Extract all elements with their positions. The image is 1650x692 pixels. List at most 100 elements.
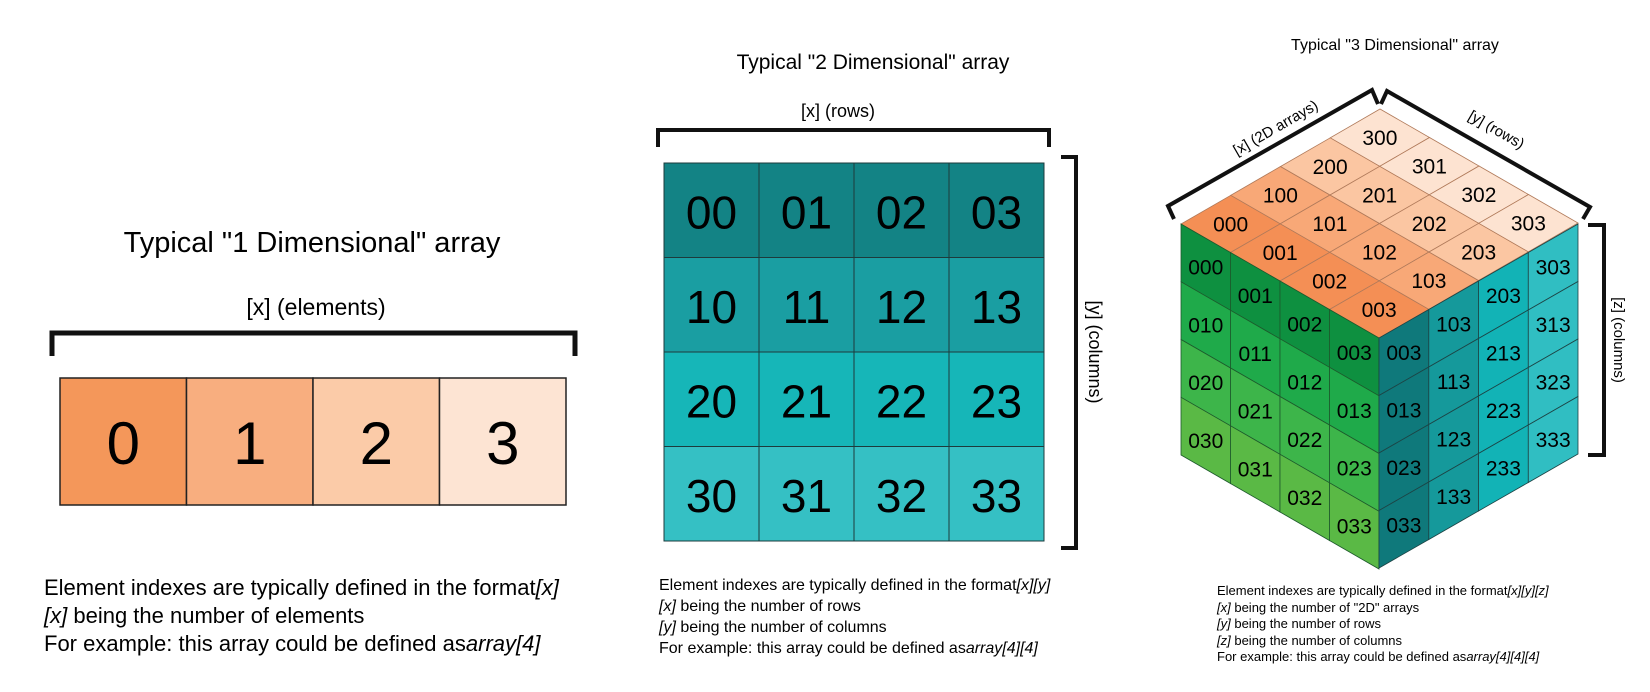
three-d-right-cell-label: 033 <box>1386 515 1421 538</box>
one-d-title: Typical "1 Dimensional" array <box>124 227 501 259</box>
two-d-cell <box>948 162 1045 258</box>
two-d-cell-label: 13 <box>971 281 1022 333</box>
three-d-top-cell-label: 203 <box>1461 241 1496 264</box>
two-d-cell <box>853 351 950 447</box>
one-d-cell-label: 0 <box>107 410 140 477</box>
three-d-right-cell-label: 123 <box>1436 429 1471 452</box>
two-d-cell-label: 30 <box>686 470 737 522</box>
one-d-caption: Element indexes are typically defined in… <box>44 574 559 658</box>
three-d-left-cell-label: 022 <box>1287 429 1322 452</box>
three-d-top-cell-label: 300 <box>1362 127 1397 150</box>
three-d-z-bracket <box>1588 223 1606 457</box>
three-d-top-cell-label: 102 <box>1362 242 1397 265</box>
three-d-left-cell-label: 002 <box>1287 314 1322 337</box>
three-d-caption-line-4: [z] being the number of columns <box>1217 632 1403 648</box>
three-d-top-cell-label: 003 <box>1362 299 1397 322</box>
two-d-cell <box>853 162 950 258</box>
three-d-top-cell-label: 001 <box>1263 242 1298 265</box>
three-d-top-cell-label: 101 <box>1312 213 1347 236</box>
two-d-side-label: [y] (columns) <box>1085 300 1105 403</box>
one-d-array: Typical "1 Dimensional" array [x] (eleme… <box>49 227 578 506</box>
two-d-array: Typical "2 Dimensional" array [x] (rows)… <box>656 51 1105 550</box>
two-d-cell-label: 01 <box>781 186 832 238</box>
three-d-left-cell-label: 023 <box>1337 458 1372 481</box>
two-d-cell <box>758 351 855 447</box>
two-d-caption-line-4: For example: this array could be defined… <box>659 640 1038 657</box>
two-d-cell <box>948 446 1045 542</box>
three-d-left-cell-label: 033 <box>1337 515 1372 538</box>
three-d-top-cell-label: 302 <box>1461 184 1496 207</box>
one-d-cell <box>312 377 441 506</box>
three-d-top-cell-label: 103 <box>1411 270 1446 293</box>
three-d-top-cell-label: 100 <box>1263 185 1298 208</box>
three-d-left-cell-label: 012 <box>1287 371 1322 394</box>
two-d-cell-label: 00 <box>686 186 737 238</box>
three-d-top-cell-label: 200 <box>1313 156 1348 179</box>
three-d-right-cell-label: 333 <box>1536 429 1571 452</box>
two-d-cell-label: 22 <box>876 375 927 427</box>
three-d-left-cell-label: 011 <box>1239 343 1272 366</box>
two-d-cell-label: 11 <box>783 281 831 333</box>
three-d-right-cell-label: 013 <box>1386 400 1421 423</box>
two-d-cell-label: 21 <box>781 375 832 427</box>
three-d-left-cell-label: 003 <box>1337 342 1372 365</box>
three-d-y-bracket <box>1379 88 1593 221</box>
two-d-caption-line-2: [x] being the number of rows <box>659 598 861 615</box>
three-d-array: Typical "3 Dimensional" array [x] (2D ar… <box>1165 37 1627 570</box>
three-d-x-bracket <box>1165 87 1380 220</box>
two-d-cell-label: 02 <box>876 186 927 238</box>
three-d-left-cell <box>1329 482 1380 570</box>
one-d-cell-label: 2 <box>360 410 393 477</box>
three-d-right-cell-label: 113 <box>1437 371 1470 394</box>
two-d-cell <box>853 257 950 353</box>
three-d-caption-line-3: [y] being the number of rows <box>1217 616 1382 631</box>
three-d-top-cell-label: 000 <box>1213 213 1248 236</box>
two-d-cell-label: 12 <box>876 281 927 333</box>
three-d-caption-line-5: For example: this array could be defined… <box>1217 649 1540 664</box>
two-d-cell-label: 33 <box>971 470 1022 522</box>
three-d-left-cell-label: 020 <box>1188 372 1223 395</box>
one-d-caption-line-3: For example: this array could be defined… <box>44 631 541 656</box>
three-d-left-cell-label: 001 <box>1238 285 1273 308</box>
three-d-y-label: [y] (rows) <box>1465 107 1527 153</box>
three-d-right-cell-label: 133 <box>1436 486 1471 509</box>
one-d-bracket <box>49 330 578 356</box>
two-d-caption-line-3: [y] being the number of columns <box>659 619 887 636</box>
two-d-side-bracket <box>1061 155 1078 550</box>
three-d-right-cell <box>1527 395 1579 484</box>
three-d-left-cell-label: 032 <box>1287 487 1322 510</box>
three-d-top-cell-label: 201 <box>1362 184 1397 207</box>
two-d-cell <box>948 351 1045 447</box>
two-d-cell <box>663 351 760 447</box>
three-d-z-label: [z] (columns) <box>1610 297 1627 383</box>
two-d-cell-label: 23 <box>971 375 1022 427</box>
three-d-right-face: 0031032033030131132133130231232233230331… <box>1378 223 1579 569</box>
two-d-cell-label: 10 <box>686 281 737 333</box>
two-d-cell-label: 03 <box>971 186 1022 238</box>
three-d-title: Typical "3 Dimensional" array <box>1291 37 1499 54</box>
two-d-top-label: [x] (rows) <box>801 101 875 121</box>
two-d-top-bracket <box>656 128 1051 147</box>
three-d-left-cell-label: 010 <box>1188 314 1223 337</box>
two-d-caption: Element indexes are typically defined in… <box>659 576 1050 660</box>
one-d-cell <box>438 377 567 506</box>
three-d-right-cell-label: 203 <box>1486 285 1521 308</box>
three-d-right-cell-label: 023 <box>1386 457 1421 480</box>
three-d-right-cell-label: 103 <box>1436 314 1471 337</box>
three-d-left-cell-label: 000 <box>1188 257 1223 280</box>
three-d-left-cell-label: 021 <box>1238 401 1273 424</box>
one-d-caption-line-1: Element indexes are typically defined in… <box>44 575 559 600</box>
one-d-cell <box>185 377 314 506</box>
two-d-caption-line-1: Element indexes are typically defined in… <box>659 577 1051 594</box>
three-d-right-cell-label: 313 <box>1536 314 1571 337</box>
two-d-title: Typical "2 Dimensional" array <box>737 51 1010 74</box>
three-d-left-cell-label: 031 <box>1238 458 1273 481</box>
three-d-caption-line-2: [x] being the number of "2D" arrays <box>1217 599 1420 615</box>
three-d-caption: Element indexes are typically defined in… <box>1217 583 1549 666</box>
three-d-left-cell-label: 013 <box>1337 400 1372 423</box>
three-d-right-cell-label: 223 <box>1486 400 1521 423</box>
three-d-left-cell-label: 030 <box>1188 430 1223 453</box>
